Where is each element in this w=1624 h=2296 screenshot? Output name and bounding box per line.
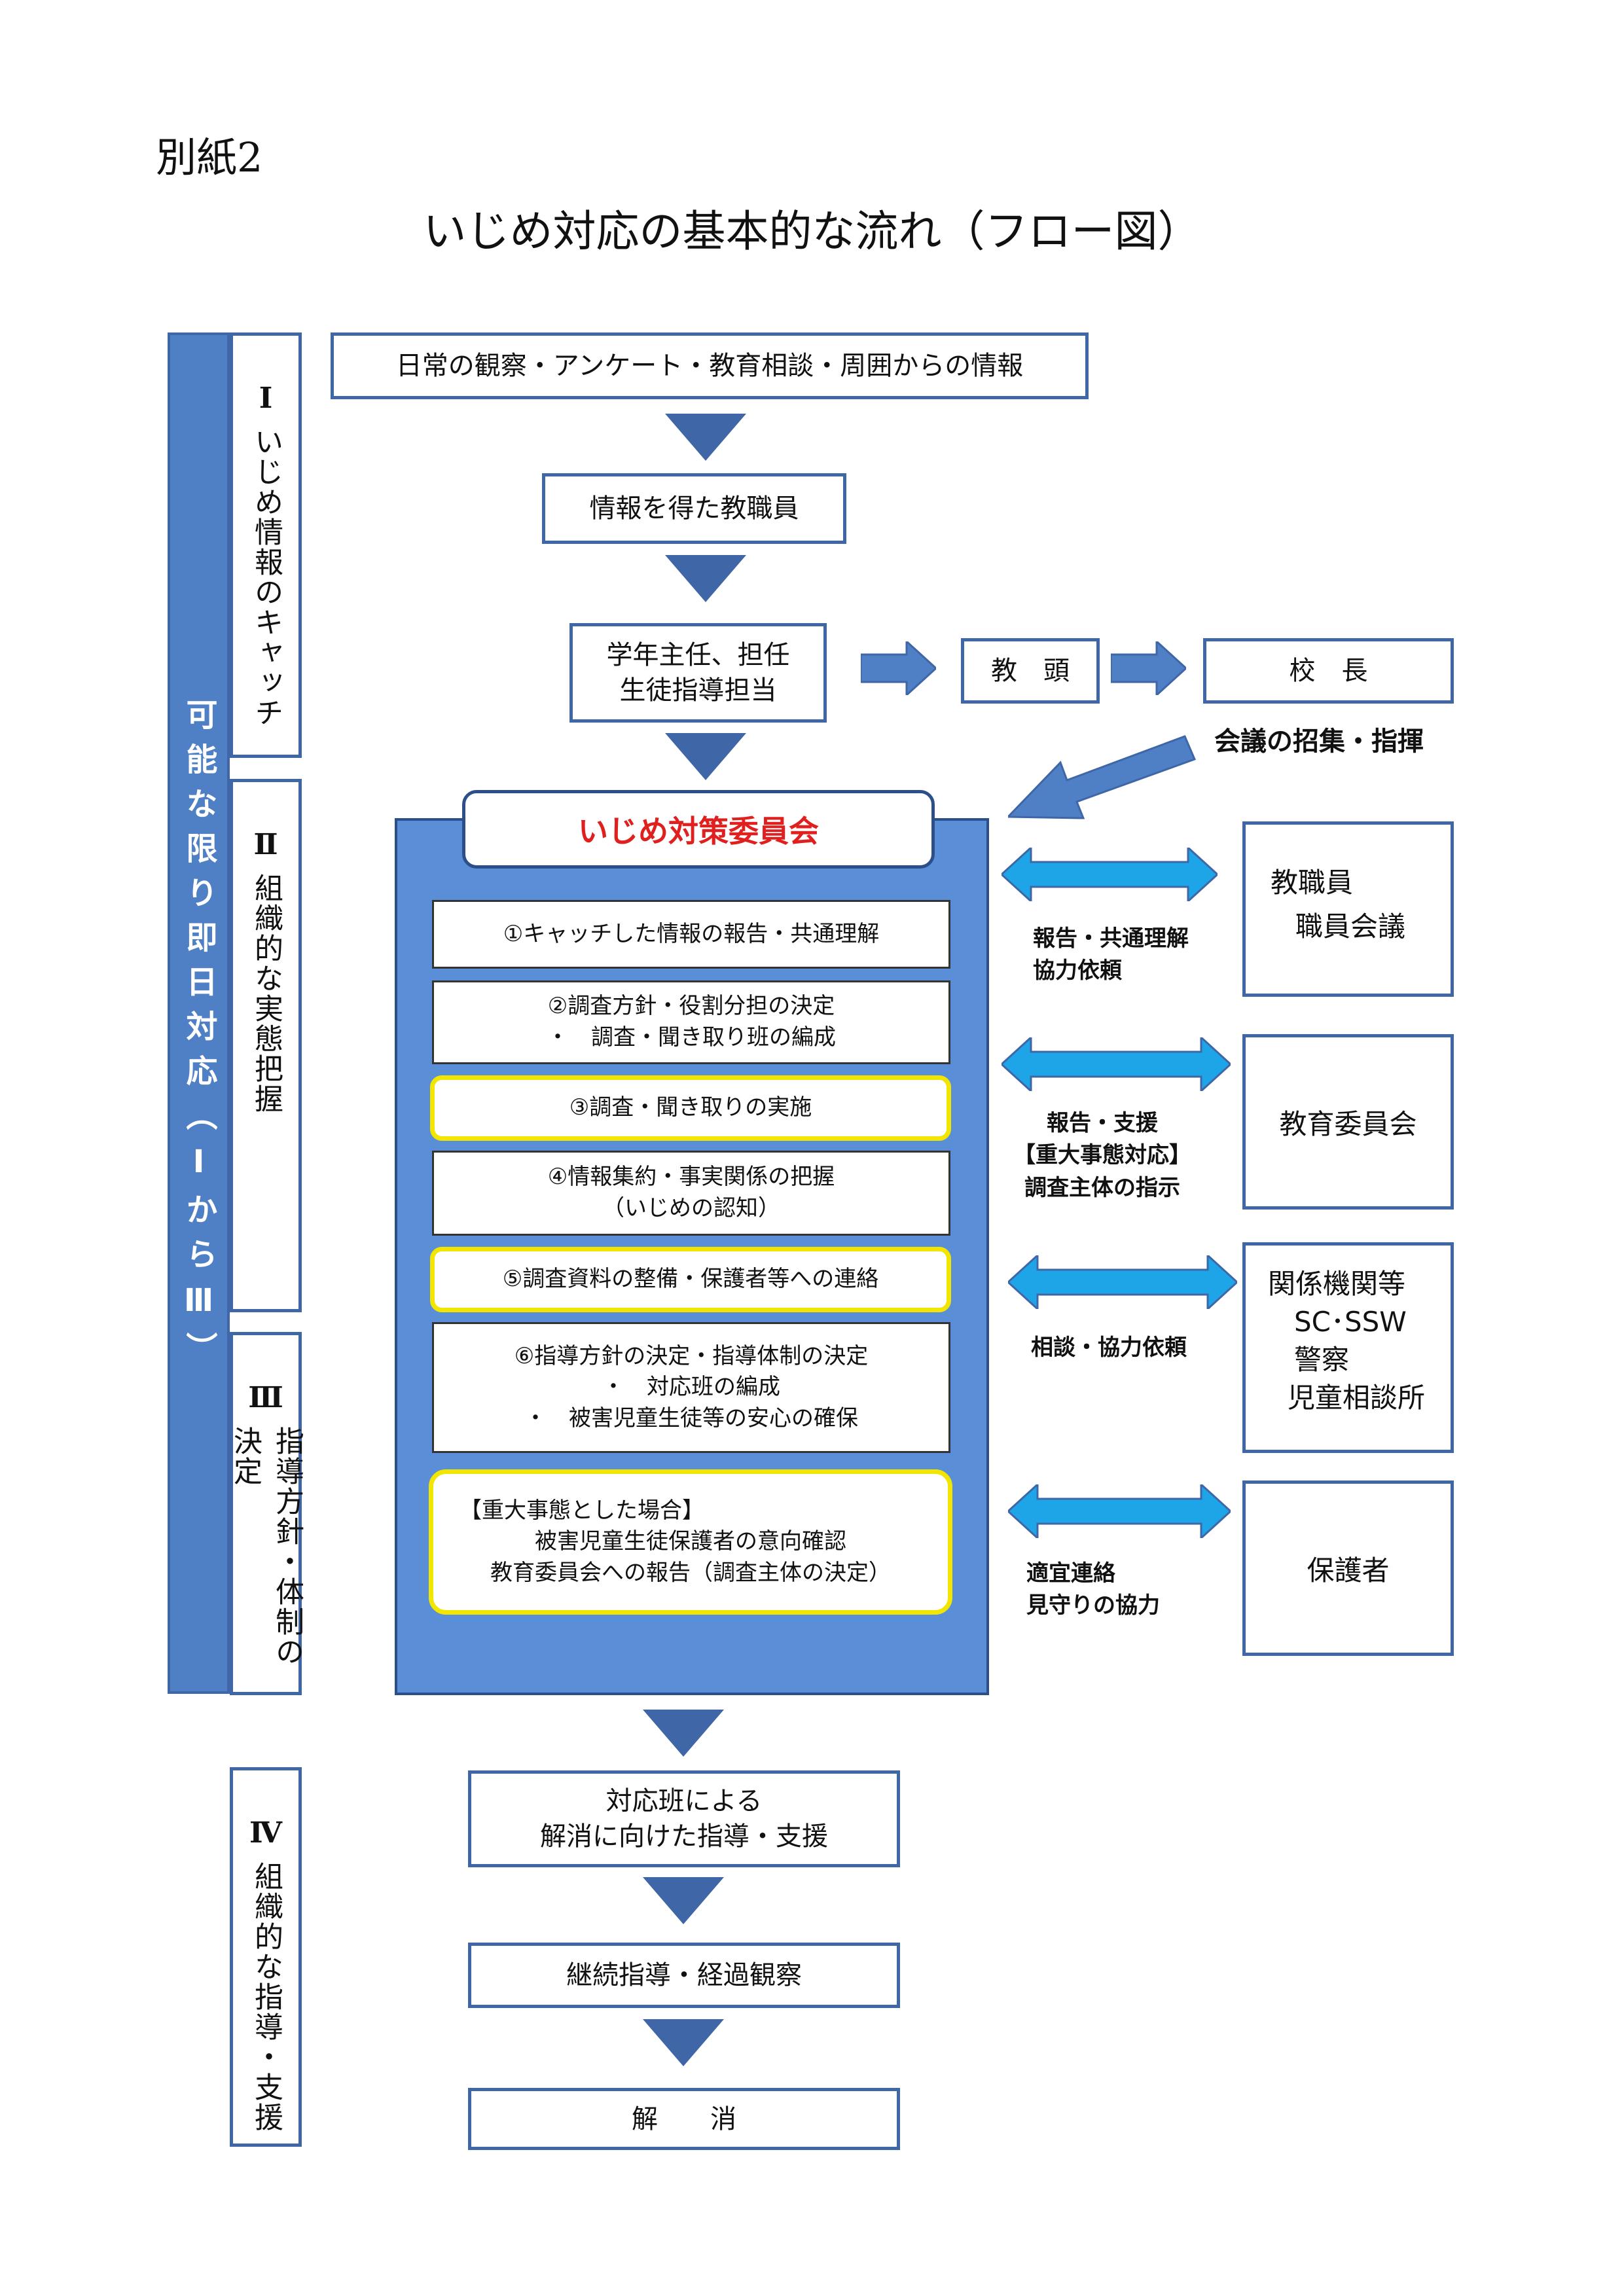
board-link-label: 報告・支援 【重大事態対応】 調査主体の指示 <box>1013 1107 1191 1204</box>
step-2-line-2: ・ 調査・聞き取り班の編成 <box>547 1024 836 1050</box>
staff-meeting-line-1: 教職員 <box>1271 867 1354 899</box>
document-label: 別紙2 <box>156 134 263 181</box>
down-arrow-4 <box>643 1710 724 1757</box>
committee-step-4: ④情報集約・事実関係の把握 （いじめの認知） <box>432 1151 950 1236</box>
down-arrow-1 <box>665 414 746 461</box>
phase-1-label: Ⅰ いじめ情報のキャッチ <box>230 332 302 758</box>
staff-box: 情報を得た教職員 <box>542 473 846 544</box>
step-3-line-1: ③調査・聞き取りの実施 <box>569 1094 812 1121</box>
step-2-line-1: ②調査方針・役割分担の決定 <box>547 993 835 1020</box>
committee-title-box: いじめ対策委員会 <box>462 790 935 869</box>
agencies-line-1: 関係機関等 <box>1268 1268 1406 1300</box>
response-team-box: 対応班による 解消に向けた指導・支援 <box>468 1770 900 1867</box>
phase-4-numeral: Ⅳ <box>249 1816 282 1850</box>
step-4-line-2: （いじめの認知） <box>602 1195 780 1221</box>
agencies-link-label-1: 相談・協力依頼 <box>1031 1335 1187 1361</box>
guardians-link-label: 適宜連絡 見守りの協力 <box>1026 1558 1160 1623</box>
followup-box: 継続指導・経過観察 <box>468 1943 900 2008</box>
staff-meeting-box: 教職員 職員会議 <box>1242 821 1454 997</box>
serious-case-line-3: 教育委員会への報告（調査主体の決定） <box>490 1559 891 1586</box>
page-title: いじめ対応の基本的な流れ（フロー図） <box>423 206 1201 257</box>
guardians-link-label-2: 見守りの協力 <box>1026 1592 1160 1619</box>
principal-box: 校 長 <box>1203 638 1454 704</box>
staff-meeting-line-2: 職員会議 <box>1295 910 1406 943</box>
education-board-text: 教育委員会 <box>1279 1107 1417 1140</box>
down-arrow-3 <box>665 733 746 780</box>
principal-note: 会議の招集・指揮 <box>1214 726 1424 757</box>
double-arrow-board <box>1001 1037 1231 1091</box>
committee-step-3: ③調査・聞き取りの実施 <box>430 1075 951 1141</box>
phase-4-label: Ⅳ 組織的な指導・支援 <box>230 1767 302 2147</box>
staff-link-label: 報告・共通理解 協力依頼 <box>1033 923 1189 988</box>
down-arrow-2 <box>665 555 746 602</box>
diagonal-arrow-to-committee <box>1008 735 1197 819</box>
phase-3-label: Ⅲ 指導方針・体制の決定 <box>228 1332 304 1695</box>
board-link-label-2: 【重大事態対応】 <box>1013 1142 1191 1169</box>
agencies-link-label: 相談・協力依頼 <box>1031 1332 1187 1364</box>
guardians-box: 保護者 <box>1242 1480 1454 1656</box>
guardians-link-label-1: 適宜連絡 <box>1026 1560 1115 1587</box>
committee-step-2: ②調査方針・役割分担の決定 ・ 調査・聞き取り班の編成 <box>432 980 950 1064</box>
followup-text: 継続指導・経過観察 <box>566 1960 802 1990</box>
agencies-line-4: 児童相談所 <box>1288 1381 1426 1414</box>
left-band-text: 可能な限り即日対応（ⅠからⅢ） <box>180 698 217 1376</box>
step-6-line-3: ・ 被害児童生徒等の安心の確保 <box>524 1405 858 1431</box>
phase-3-text: 指導方針・体制の決定 <box>228 1426 304 1667</box>
agencies-line-2: SC･SSW <box>1294 1305 1407 1338</box>
phase-1-numeral: Ⅰ <box>259 382 273 415</box>
committee-serious-case: 【重大事態とした場合】 被害児童生徒保護者の意向確認 教育委員会への報告（調査主… <box>429 1469 952 1615</box>
committee-title: いじめ対策委員会 <box>578 814 819 849</box>
right-arrow-to-principal <box>1111 641 1186 695</box>
education-board-box: 教育委員会 <box>1242 1034 1454 1210</box>
board-link-label-1: 報告・支援 <box>1047 1110 1158 1136</box>
phase-2-text: 組織的な実態把握 <box>249 873 283 1114</box>
double-arrow-staff <box>1001 848 1218 901</box>
double-arrow-agencies <box>1008 1255 1237 1309</box>
agencies-box: 関係機関等 SC･SSW 警察 児童相談所 <box>1242 1242 1454 1453</box>
response-team-line-2: 解消に向けた指導・支援 <box>540 1821 828 1852</box>
committee-step-1: ①キャッチした情報の報告・共通理解 <box>432 900 950 969</box>
grade-leaders-line-1: 学年主任、担任 <box>606 640 790 670</box>
committee-step-5: ⑤調査資料の整備・保護者等への連絡 <box>430 1247 951 1312</box>
phase-3-numeral: Ⅲ <box>248 1381 283 1414</box>
response-team-line-1: 対応班による <box>605 1786 763 1816</box>
down-arrow-6 <box>643 2019 724 2066</box>
phase-2-numeral: Ⅱ <box>253 828 278 861</box>
resolved-box: 解 消 <box>468 2088 900 2150</box>
down-arrow-5 <box>643 1877 724 1924</box>
grade-leaders-box: 学年主任、担任 生徒指導担当 <box>569 623 827 723</box>
committee-step-6: ⑥指導方針の決定・指導体制の決定 ・ 対応班の編成 ・ 被害児童生徒等の安心の確… <box>432 1322 950 1453</box>
principal-text: 校 長 <box>1289 656 1368 686</box>
board-link-label-3: 調査主体の指示 <box>1024 1174 1180 1201</box>
step-1-line-1: ①キャッチした情報の報告・共通理解 <box>503 920 880 947</box>
vice-principal-text: 教 頭 <box>991 656 1070 686</box>
step-6-line-1: ⑥指導方針の決定・指導体制の決定 <box>514 1342 869 1369</box>
phase-4-text: 組織的な指導・支援 <box>249 1861 283 2132</box>
serious-case-line-2: 被害児童生徒保護者の意向確認 <box>535 1528 846 1555</box>
right-arrow-to-vice-principal <box>861 641 936 695</box>
phase-2-label: Ⅱ 組織的な実態把握 <box>230 779 302 1312</box>
double-arrow-guardians <box>1008 1484 1231 1538</box>
serious-case-line-1: 【重大事態とした場合】 <box>460 1497 704 1524</box>
staff-link-label-2: 協力依頼 <box>1033 958 1122 984</box>
left-band: 可能な限り即日対応（ⅠからⅢ） <box>168 332 230 1694</box>
info-source-text: 日常の観察・アンケート・教育相談・周囲からの情報 <box>395 351 1024 381</box>
phase-1-text: いじめ情報のキャッチ <box>249 427 283 728</box>
staff-link-label-1: 報告・共通理解 <box>1033 925 1189 952</box>
vice-principal-box: 教 頭 <box>961 638 1100 704</box>
info-source-box: 日常の観察・アンケート・教育相談・周囲からの情報 <box>331 332 1089 399</box>
guardians-text: 保護者 <box>1307 1554 1390 1587</box>
step-5-line-1: ⑤調査資料の整備・保護者等への連絡 <box>502 1266 879 1293</box>
staff-text: 情報を得た教職員 <box>589 493 799 524</box>
agencies-line-3: 警察 <box>1294 1343 1350 1376</box>
grade-leaders-line-2: 生徒指導担当 <box>619 675 777 706</box>
step-4-line-1: ④情報集約・事実関係の把握 <box>547 1164 835 1191</box>
step-6-line-2: ・ 対応班の編成 <box>602 1374 780 1401</box>
resolved-text: 解 消 <box>632 2104 736 2134</box>
